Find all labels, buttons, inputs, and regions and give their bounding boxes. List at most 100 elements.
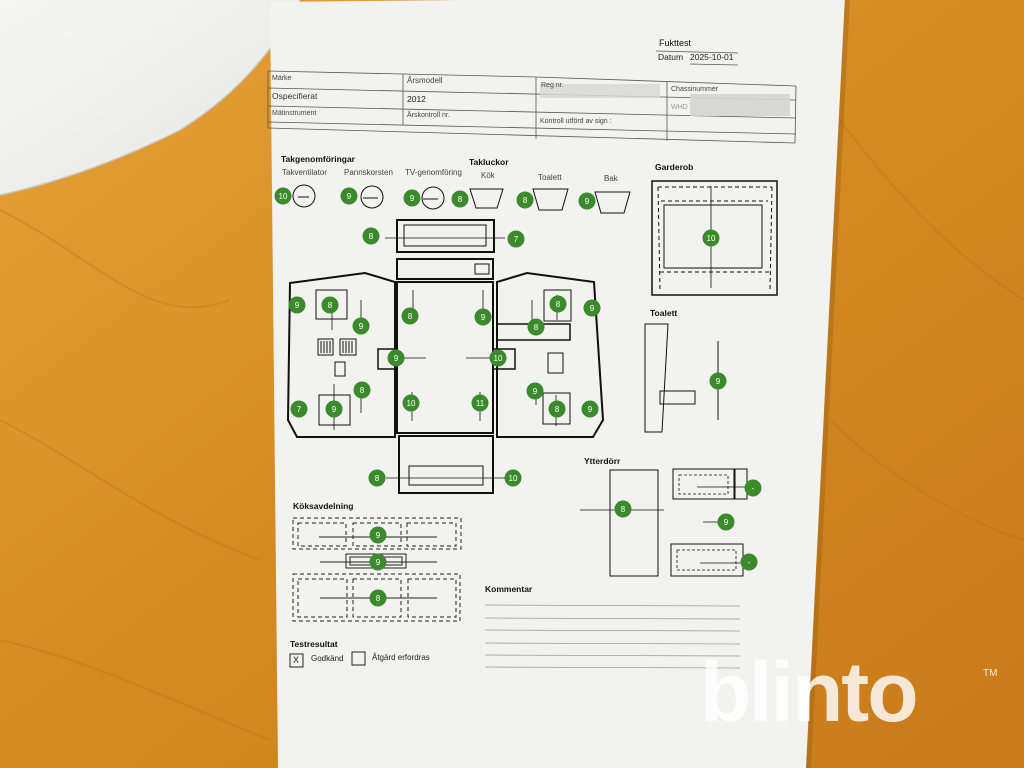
godkand-checkbox <box>289 653 304 668</box>
datum-underline <box>689 63 739 66</box>
moisture-marker-value: 10 <box>407 399 416 408</box>
moisture-marker-value: 8 <box>375 474 380 483</box>
floor-plan-hatch <box>320 341 353 353</box>
toalett-title: Toalett <box>650 308 678 318</box>
ytterdorr-title: Ytterdörr <box>584 456 621 466</box>
takgenomforingar-title: Takgenomföringar <box>281 154 355 164</box>
moisture-marker-value: 9 <box>588 405 593 414</box>
fukttest-label: Fukttest <box>659 38 692 48</box>
toalett-small-label: Toalett <box>538 173 562 182</box>
moisture-marker-value: 9 <box>332 405 337 414</box>
marke-label: Märke <box>272 75 292 82</box>
moisture-marker <box>709 372 727 390</box>
brand-trademark: TM <box>983 668 998 679</box>
moisture-marker <box>401 307 419 325</box>
datum-label: Datum <box>658 52 684 62</box>
moisture-marker <box>451 190 469 208</box>
moisture-marker <box>549 295 567 313</box>
godkand-mark: X <box>293 655 300 665</box>
arsmodell-value: 2012 <box>407 94 426 104</box>
brand-watermark: blinto <box>700 645 919 739</box>
moisture-marker <box>489 349 507 367</box>
testresultat-title: Testresultat <box>290 639 338 649</box>
moisture-marker <box>702 229 720 247</box>
moisture-marker <box>352 317 370 335</box>
moisture-marker <box>369 526 387 544</box>
kommentar-title: Kommentar <box>485 584 533 594</box>
chassinummer-label: Chassinummer <box>671 86 719 93</box>
moisture-marker <box>325 400 343 418</box>
moisture-marker <box>717 513 735 531</box>
moisture-marker-value: 9 <box>481 313 486 322</box>
moisture-marker-value: 11 <box>476 399 485 408</box>
moisture-marker-value: 10 <box>707 234 716 243</box>
moisture-marker <box>516 191 534 209</box>
moisture-marker-value: 9 <box>359 322 364 331</box>
godkand-label: Godkänd <box>311 654 344 663</box>
moisture-marker <box>353 381 371 399</box>
moisture-marker <box>403 189 421 207</box>
moisture-marker-value: - <box>748 558 751 567</box>
moisture-marker-value: 8 <box>556 300 561 309</box>
moisture-marker <box>340 187 358 205</box>
moisture-marker <box>526 382 544 400</box>
tv-genomforing-label: TV-genomföring <box>405 168 462 177</box>
moisture-marker-value: 9 <box>410 194 415 203</box>
fukttest-underline <box>655 50 739 54</box>
moisture-marker <box>290 400 308 418</box>
moisture-marker-value: 8 <box>621 505 626 514</box>
kommentar-lines <box>484 604 741 669</box>
moisture-marker-value: 9 <box>295 301 300 310</box>
moisture-marker-value: 9 <box>347 192 352 201</box>
bak-label: Bak <box>604 174 618 183</box>
koksavdelning-drawing <box>292 517 462 622</box>
moisture-marker-value: 8 <box>458 195 463 204</box>
moisture-marker-value: 9 <box>716 377 721 386</box>
kontroll-utford-label: Kontroll utförd av sign : <box>540 118 612 125</box>
moisture-marker <box>614 500 632 518</box>
moisture-marker-value: 8 <box>328 301 333 310</box>
moisture-marker <box>288 296 306 314</box>
moisture-marker-value: 8 <box>534 323 539 332</box>
arskontroll-label: Årskontroll nr. <box>407 112 450 119</box>
moisture-marker <box>548 400 566 418</box>
moisture-marker <box>507 230 525 248</box>
moisture-marker <box>274 187 292 205</box>
kok-label: Kök <box>481 171 495 180</box>
moisture-marker-value: 8 <box>376 594 381 603</box>
atgard-label: Åtgärd erfordras <box>372 653 430 662</box>
moisture-marker-value: 8 <box>523 196 528 205</box>
moisture-marker-value: 9 <box>533 387 538 396</box>
moisture-marker <box>527 318 545 336</box>
moisture-marker-value: - <box>752 484 755 493</box>
moisture-marker-value: 9 <box>376 531 381 540</box>
garderob-drawing <box>651 180 778 296</box>
wood-grain <box>0 119 1024 741</box>
moisture-marker-value: 10 <box>279 192 288 201</box>
moisture-marker-value: 9 <box>724 518 729 527</box>
koksavdelning-title: Köksavdelning <box>293 501 354 511</box>
moisture-marker <box>583 299 601 317</box>
moisture-marker <box>369 553 387 571</box>
redacted-regnr <box>540 84 660 98</box>
moisture-marker <box>474 308 492 326</box>
garderob-title: Garderob <box>655 162 694 172</box>
moisture-marker <box>740 553 758 571</box>
moisture-marker <box>362 227 380 245</box>
moisture-marker <box>402 394 420 412</box>
roof-icons <box>292 184 631 214</box>
atgard-checkbox <box>351 651 366 666</box>
moisture-marker-value: 9 <box>394 354 399 363</box>
pannskorsten-label: Pannskorsten <box>344 168 393 177</box>
chassinummer-value: WHD <box>671 104 688 111</box>
moisture-marker-value: 8 <box>555 405 560 414</box>
moisture-marker-value: 7 <box>297 405 302 414</box>
moisture-marker-value: 9 <box>376 558 381 567</box>
moisture-marker-value: 10 <box>509 474 518 483</box>
moisture-marker <box>387 349 405 367</box>
moisture-marker <box>368 469 386 487</box>
takluckor-title: Takluckor <box>469 157 509 167</box>
takventilator-label: Takventilator <box>282 168 327 177</box>
